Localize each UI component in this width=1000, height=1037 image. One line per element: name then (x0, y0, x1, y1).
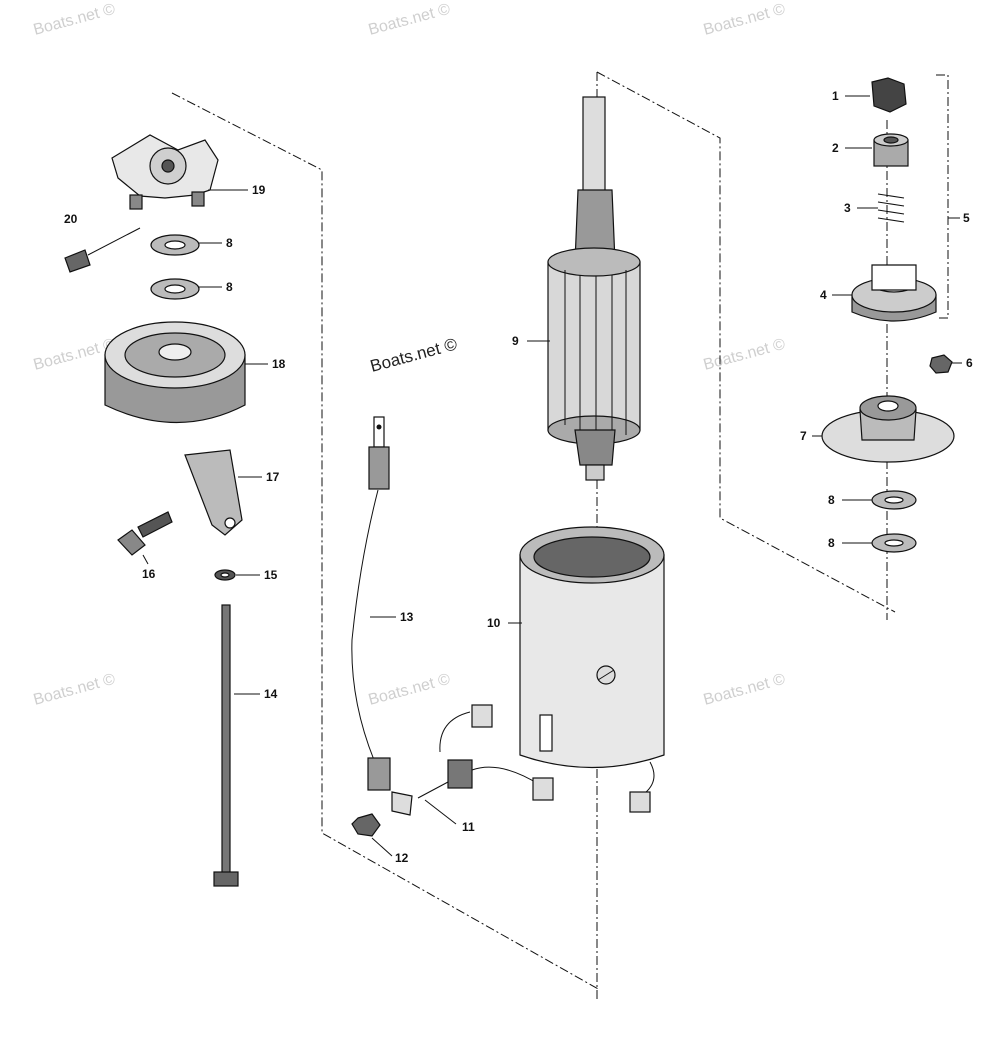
callout-7: 7 (800, 429, 807, 443)
callout-15: 15 (264, 568, 278, 582)
watermark-center: Boats.net © (368, 334, 459, 376)
lockwasher-part-15 (214, 569, 236, 581)
cable-part-13 (351, 416, 413, 816)
callout-18: 18 (272, 357, 286, 371)
bolt-part-16 (117, 511, 173, 556)
washer-part-8-left-upper (150, 234, 200, 256)
callout-19: 19 (252, 183, 266, 197)
watermark: Boats.net © (702, 336, 788, 374)
watermark: Boats.net © (32, 1, 118, 39)
spring-part-20 (64, 227, 141, 273)
callout-16: 16 (142, 567, 156, 581)
end-cap-part-18 (104, 321, 246, 423)
nut-part-1 (871, 77, 907, 113)
callout-14: 14 (264, 687, 278, 701)
frame-housing-part-10 (519, 526, 665, 813)
callout-6: 6 (966, 356, 973, 370)
spring-part-3 (877, 193, 905, 223)
washer-part-8-right-lower (871, 533, 917, 553)
watermark: Boats.net © (702, 671, 788, 709)
watermark: Boats.net © (702, 1, 788, 39)
spacer-part-2 (873, 133, 909, 167)
armature-part-9 (547, 96, 641, 481)
watermark: Boats.net © (32, 671, 118, 709)
callout-2: 2 (832, 141, 839, 155)
bracket-part-17 (184, 449, 243, 536)
callout-20: 20 (64, 212, 78, 226)
nut-part-6 (929, 354, 953, 374)
washer-part-8-right-upper (871, 490, 917, 510)
brush-lead-part-11 (417, 704, 554, 801)
washer-part-8-left-lower (150, 278, 200, 300)
callout-4: 4 (820, 288, 827, 302)
nut-part-12 (351, 813, 381, 837)
end-cap-part-7 (821, 395, 955, 463)
callout-8: 8 (226, 236, 233, 250)
callout-9: 9 (512, 334, 519, 348)
callout-1: 1 (832, 89, 839, 103)
callout-8: 8 (226, 280, 233, 294)
callout-5: 5 (963, 211, 970, 225)
through-bolt-part-14 (213, 604, 239, 887)
callout-12: 12 (395, 851, 409, 865)
callout-11: 11 (462, 820, 475, 834)
watermark: Boats.net © (367, 671, 453, 709)
callout-17: 17 (266, 470, 280, 484)
callout-labels: 1 2 3 4 5 6 7 8 8 9 10 11 12 13 14 15 16… (64, 89, 973, 865)
callout-8: 8 (828, 536, 835, 550)
callout-13: 13 (400, 610, 414, 624)
callout-8: 8 (828, 493, 835, 507)
watermark: Boats.net © (367, 1, 453, 39)
callout-10: 10 (487, 616, 501, 630)
callout-3: 3 (844, 201, 851, 215)
watermark: Boats.net © (32, 336, 118, 374)
leader-lines (142, 95, 962, 857)
drive-pinion-part-4 (851, 264, 937, 322)
brush-plate-part-19 (111, 134, 219, 210)
